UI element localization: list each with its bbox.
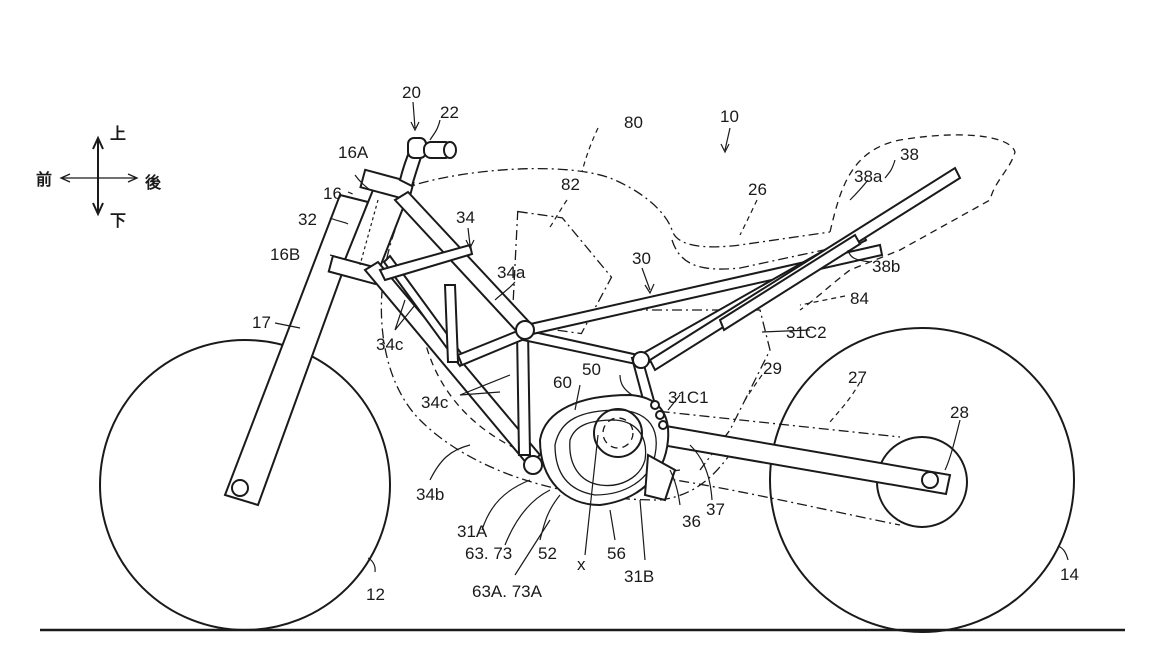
- label-seat: 26: [748, 180, 767, 199]
- label-rear-wheel: 14: [1060, 565, 1079, 584]
- up-arrowhead-icon: [92, 135, 104, 150]
- label-head-pipe-upper: 16A: [338, 143, 369, 162]
- label-seat-rail-lower: 38b: [872, 257, 900, 276]
- label-motor-case: 52: [538, 544, 557, 563]
- drive-chain: [599, 404, 901, 526]
- label-swing-arm-region: 29: [763, 359, 782, 378]
- label-vehicle: 10: [720, 107, 739, 126]
- label-front-wheel: 12: [366, 585, 385, 604]
- direction-legend: 上 下 前 後: [36, 124, 162, 230]
- front-arrowhead-icon: [59, 173, 71, 183]
- label-steering: 20: [402, 83, 421, 102]
- inner-shroud-outline: [419, 299, 681, 475]
- swing-arm: [652, 423, 952, 496]
- label-main-frame-cross-1: 34c: [376, 335, 404, 354]
- rotor-circle: [593, 408, 643, 458]
- label-cover: 60: [553, 373, 572, 392]
- reference-labels: 20 22 16A 16 32 16B 17 34 34a 34c 34c 34…: [252, 83, 1079, 604]
- label-mount-1: 63. 73: [465, 544, 512, 563]
- handlebar: [398, 137, 457, 188]
- label-chain-line: 27: [848, 368, 867, 387]
- label-rear-axle: 28: [950, 403, 969, 422]
- label-head-pipe-lower: 16B: [270, 245, 300, 264]
- leader-lines: [274, 101, 1069, 576]
- label-seat-rail: 38: [900, 145, 919, 164]
- motor-unit: [538, 393, 677, 556]
- label-fuel-tank-region: 80: [624, 113, 643, 132]
- label-rotor: 56: [607, 544, 626, 563]
- label-pivot-b: 31B: [624, 567, 654, 586]
- label-rear-cover-region: 84: [850, 289, 869, 308]
- fuel-tank-outline: [399, 168, 831, 248]
- label-down: 下: [110, 211, 126, 230]
- label-rear: 後: [145, 173, 162, 192]
- engine-guard-outline: [380, 229, 741, 501]
- label-main-frame-lower: 34b: [416, 485, 444, 504]
- front-fork: [223, 193, 370, 507]
- label-handlebar: 22: [440, 103, 459, 122]
- label-front: 前: [36, 170, 52, 189]
- down-arrowhead-icon: [92, 202, 104, 217]
- label-mount-2: 63A. 73A: [472, 582, 543, 601]
- rear-arrowhead-icon: [127, 173, 139, 183]
- label-main-frame-cross-2: 34c: [421, 393, 449, 412]
- label-swing-arm: 37: [706, 500, 725, 519]
- label-battery-region: 82: [561, 175, 580, 194]
- label-main-frame-upper: 34a: [497, 263, 526, 282]
- label-pivot-a: 31A: [457, 522, 488, 541]
- label-seat-rail-upper: 38a: [854, 167, 883, 186]
- label-steering-tube: 32: [298, 210, 317, 229]
- rear-seat-cowl: [799, 134, 1016, 311]
- label-axis: x: [577, 555, 586, 574]
- label-up: 上: [110, 124, 126, 143]
- body-lower-outline: [671, 239, 871, 270]
- label-pivot-c2: 31C2: [786, 323, 827, 342]
- label-bracket: 36: [682, 512, 701, 531]
- rear-wheel: [769, 327, 1075, 633]
- seat-rail: [648, 166, 962, 372]
- label-front-fork: 17: [252, 313, 271, 332]
- frame-joint: [632, 351, 650, 369]
- frame-joint: [523, 455, 543, 475]
- front-wheel: [99, 339, 391, 631]
- label-motor-unit: 50: [582, 360, 601, 379]
- label-pivot-c1: 31C1: [668, 388, 709, 407]
- label-head-pipe: 16: [323, 184, 342, 203]
- label-main-frame: 34: [456, 208, 475, 227]
- frame-joint: [515, 320, 535, 340]
- label-frame: 30: [632, 249, 651, 268]
